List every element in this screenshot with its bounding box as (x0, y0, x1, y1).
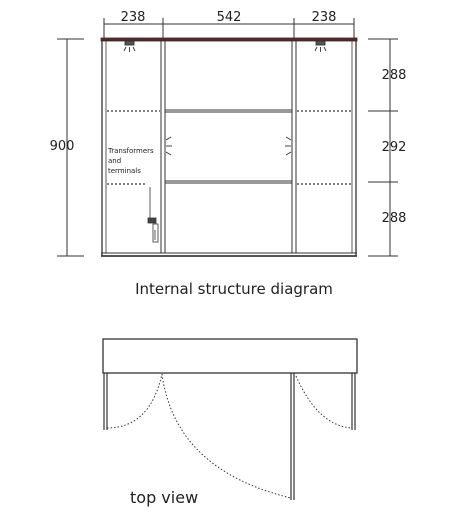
left-dimension-line (57, 38, 84, 257)
transformer-icon (147, 187, 159, 243)
caption-structure: Internal structure diagram (135, 280, 333, 298)
dim-height: 900 (50, 139, 75, 154)
top-view (102, 338, 358, 500)
dim-top-middle: 542 (217, 10, 242, 25)
right-light-marks (285, 136, 292, 156)
dim-right-middle: 292 (382, 140, 407, 155)
cabinet-front (100, 37, 358, 257)
dim-top-left: 238 (121, 10, 146, 25)
door-swing-arcs (106, 373, 353, 499)
left-lamp-icon (123, 40, 136, 52)
dim-top-right: 238 (312, 10, 337, 25)
caption-top-view: top view (130, 488, 198, 507)
annotation-line-1: Transformers (107, 147, 154, 155)
dim-right-top: 288 (382, 68, 407, 83)
annotation-line-3: terminals (108, 167, 141, 175)
right-lamp-icon (314, 40, 327, 52)
dim-right-bottom: 288 (382, 211, 407, 226)
right-dimension-lines (368, 38, 398, 257)
left-light-marks (165, 136, 172, 156)
annotation-line-2: and (108, 157, 121, 165)
top-dimension-lines (103, 18, 355, 38)
side-shelves-dotted (107, 110, 351, 185)
